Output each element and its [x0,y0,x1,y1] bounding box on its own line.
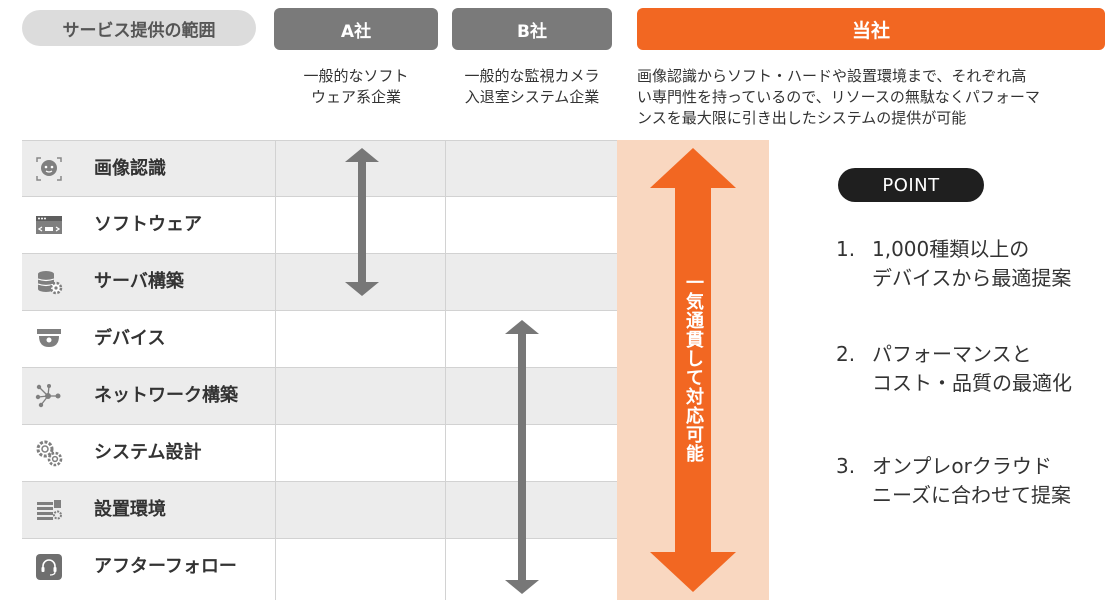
service-label: ソフトウェア [94,214,202,235]
service-label: システム設計 [94,442,202,463]
service-scope-label: サービス提供の範囲 [22,10,256,46]
company-b-header: B社 [452,8,612,50]
our-company-description: 画像認識からソフト・ハードや設置環境まで、それぞれ高 い専門性を持っているので、… [637,67,1040,127]
service-row: システム設計 [22,425,746,482]
point-number: 3. [836,454,856,478]
service-label: ネットワーク構築 [94,385,238,406]
service-row: ソフトウェア [22,197,746,254]
service-label: サーバ構築 [94,271,184,292]
service-label: デバイス [94,328,166,349]
point-text: 1,000種類以上の デバイスから最適提案 [872,237,1072,290]
our-coverage-arrow [650,148,736,592]
company-a-description: 一般的なソフト ウェア系企業 [303,67,409,106]
company-b-coverage-arrow [505,320,539,594]
installation-rack-icon [34,496,64,524]
our-company-header: 当社 [637,8,1105,50]
software-window-icon [34,211,64,239]
point-badge: POINT [838,168,984,202]
point-item-1: 1. 1,000種類以上の デバイスから最適提案 [836,235,1104,293]
company-a-header: A社 [274,8,438,50]
service-row: アフターフォロー [22,539,746,596]
headset-support-icon [34,553,64,581]
server-database-icon [34,268,64,296]
point-text: オンプレorクラウド ニーズに合わせて提案 [872,454,1071,507]
point-text: パフォーマンスと コスト・品質の最適化 [872,342,1072,395]
service-label: 設置環境 [94,499,166,520]
face-recognition-icon [34,155,64,183]
our-coverage-label: 一気通貫して対応可能 [683,273,704,463]
service-row: デバイス [22,311,746,368]
point-number: 2. [836,342,856,366]
company-a-coverage-arrow [345,148,379,296]
point-item-2: 2. パフォーマンスと コスト・品質の最適化 [836,340,1104,398]
network-nodes-icon [34,382,64,410]
point-number: 1. [836,237,856,261]
company-b-description: 一般的な監視カメラ 入退室システム企業 [464,67,600,106]
column-divider [275,140,276,600]
gears-icon [34,439,64,467]
service-label: アフターフォロー [94,556,237,577]
service-label: 画像認識 [94,158,166,179]
column-divider [445,140,446,600]
point-item-3: 3. オンプレorクラウド ニーズに合わせて提案 [836,452,1104,510]
camera-device-icon [34,325,64,353]
